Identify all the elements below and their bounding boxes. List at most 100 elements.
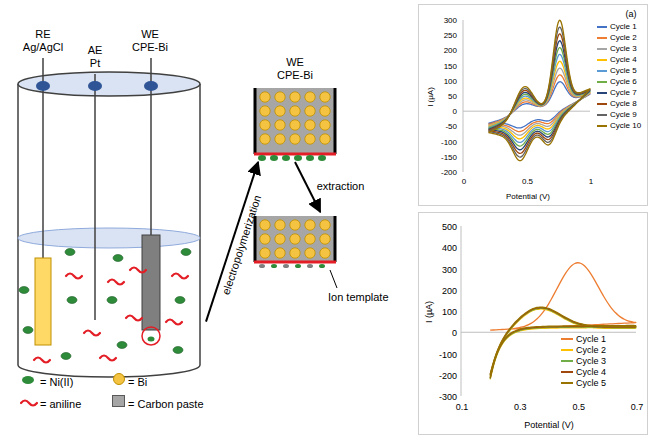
legend-line bbox=[561, 371, 573, 373]
legend-line bbox=[561, 382, 573, 384]
bismuth-particle bbox=[260, 134, 270, 144]
bismuth-particle bbox=[260, 220, 270, 230]
nickel-ion bbox=[282, 155, 290, 161]
reference-electrode bbox=[35, 258, 51, 345]
bismuth-particle bbox=[290, 234, 300, 244]
carbon-paste bbox=[255, 216, 335, 262]
nickel-ions bbox=[19, 249, 191, 360]
legend-sample bbox=[20, 397, 38, 407]
electrode-closeup bbox=[254, 216, 336, 268]
aniline-molecules bbox=[34, 268, 188, 363]
bismuth-particle bbox=[275, 134, 285, 144]
legend-label: Cycle 10 bbox=[610, 121, 641, 131]
bismuth-particle bbox=[305, 234, 315, 244]
electrode-cap bbox=[36, 81, 50, 91]
legend-label: Cycle 9 bbox=[610, 110, 637, 120]
legend-line bbox=[597, 125, 607, 127]
tick-label: 0.3 bbox=[514, 402, 527, 413]
tick-label: 0 bbox=[452, 328, 457, 339]
bismuth-particle bbox=[305, 106, 315, 116]
tick-label: 250 bbox=[444, 31, 457, 41]
tick-label: 100 bbox=[444, 77, 457, 87]
legend-label: = Carbon paste bbox=[128, 398, 204, 411]
diagram-node: Ion template bbox=[250, 212, 391, 306]
legend-label: Cycle 2 bbox=[576, 345, 606, 356]
tick-label: 100 bbox=[442, 307, 457, 318]
nickel-ion bbox=[65, 249, 75, 256]
node-label: WE CPE-Bi bbox=[128, 28, 172, 54]
legend-label: Cycle 2 bbox=[610, 33, 637, 43]
electrode-cap bbox=[144, 81, 158, 91]
aniline-molecule bbox=[166, 320, 182, 325]
platinum-wire bbox=[94, 74, 96, 320]
tick-label: -200 bbox=[439, 370, 457, 381]
bismuth-particle bbox=[320, 248, 330, 258]
beaker-wall bbox=[18, 84, 200, 377]
ion-cavity bbox=[271, 264, 277, 268]
legend-label: = Bi bbox=[128, 376, 147, 389]
ion-cavity bbox=[283, 264, 289, 268]
cv-curve bbox=[490, 309, 636, 379]
liquid-surface bbox=[18, 228, 200, 248]
bismuth-particle bbox=[275, 248, 285, 258]
cv-plot bbox=[463, 20, 590, 172]
cv-curve bbox=[488, 20, 590, 160]
tick-label: -50 bbox=[445, 123, 457, 133]
legend-line bbox=[561, 349, 573, 351]
bismuth-particle bbox=[260, 106, 270, 116]
working-electrode bbox=[142, 235, 160, 330]
nickel-ion bbox=[175, 297, 185, 304]
tick-label: -100 bbox=[441, 138, 457, 148]
chart-panel: 5004003002001000-100-200-3000.10.30.50.7… bbox=[418, 212, 648, 435]
legend-swatch bbox=[112, 395, 125, 407]
bismuth-particle bbox=[275, 106, 285, 116]
tick-label: 50 bbox=[448, 92, 457, 102]
polyaniline-film bbox=[254, 261, 336, 264]
legend-label: Cycle 5 bbox=[576, 378, 606, 389]
nickel-ion bbox=[117, 342, 127, 349]
ion-cavity bbox=[319, 264, 325, 268]
tick-label: -200 bbox=[441, 168, 457, 178]
legend-swatch bbox=[113, 373, 125, 385]
legend-line bbox=[597, 114, 607, 116]
carbon-paste bbox=[255, 88, 335, 154]
tick-label: 1 bbox=[589, 177, 593, 187]
bismuth-particle bbox=[320, 106, 330, 116]
process-arrow bbox=[206, 162, 258, 322]
bismuth-particle bbox=[305, 220, 315, 230]
aniline-molecule bbox=[66, 274, 82, 279]
leader-line bbox=[330, 270, 337, 288]
ion-cavity bbox=[259, 264, 265, 268]
legend-label: Cycle 3 bbox=[610, 44, 637, 54]
legend-label: Cycle 6 bbox=[610, 77, 637, 87]
diagram-node: RE Ag/AgClAE PtWE CPE-Bi bbox=[14, 26, 206, 378]
electrode-closeup bbox=[254, 88, 336, 161]
x-axis bbox=[461, 332, 636, 333]
ion-cavity bbox=[295, 264, 301, 268]
aniline-sample bbox=[21, 401, 37, 406]
tick-label: 200 bbox=[442, 285, 457, 296]
bismuth-particle bbox=[290, 220, 300, 230]
process-arrow bbox=[295, 162, 320, 212]
bismuth-particle bbox=[290, 120, 300, 130]
legend-line bbox=[597, 81, 607, 83]
legend-line bbox=[561, 360, 573, 362]
bismuth-particle bbox=[305, 92, 315, 102]
ion-cavity bbox=[307, 264, 313, 268]
legend-line bbox=[597, 37, 607, 39]
legend-line bbox=[597, 26, 607, 28]
bismuth-particle bbox=[305, 134, 315, 144]
legend-label: Cycle 4 bbox=[610, 55, 637, 65]
nickel-ion bbox=[258, 155, 266, 161]
aniline-molecule bbox=[108, 280, 124, 285]
node-label: WE CPE-Bi bbox=[273, 56, 317, 82]
tick-label: 300 bbox=[444, 16, 457, 26]
axis-title: Potential (V) bbox=[506, 192, 550, 202]
legend-line bbox=[597, 103, 607, 105]
cv-curve bbox=[490, 307, 636, 377]
polyaniline-film bbox=[254, 153, 336, 156]
cv-curve bbox=[490, 263, 636, 330]
arrow-label: electropolymerization bbox=[219, 193, 264, 296]
bismuth-particle bbox=[320, 120, 330, 130]
